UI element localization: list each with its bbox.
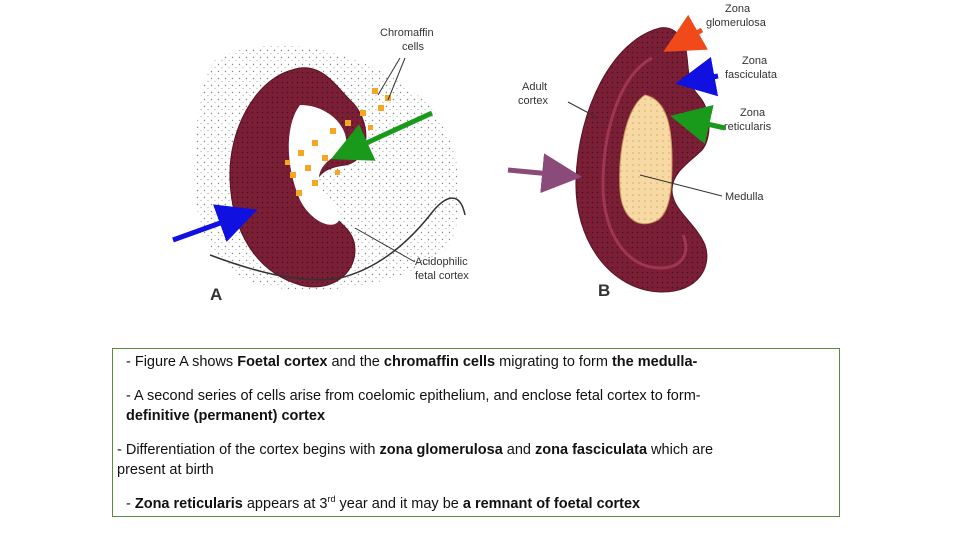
note-4: - Zona reticularis appears at 3rd year a…	[126, 494, 641, 512]
fasciculata-line2: fasciculata	[725, 69, 778, 81]
acidophilic-label-line1: Acidophilic	[415, 256, 468, 268]
cortex-layer-ring	[601, 56, 688, 270]
blue-arrow-b	[675, 56, 719, 97]
adult-cortex-line2: cortex	[518, 95, 548, 107]
adult-cortex-line1: Adult	[522, 81, 547, 93]
glomerulosa-line2: glomerulosa	[706, 17, 767, 29]
notes-box: - Figure A shows Foetal cortex and the c…	[112, 348, 840, 517]
green-arrow-b	[670, 104, 726, 145]
red-arrow-b	[663, 14, 708, 52]
medulla-label: Medulla	[725, 191, 764, 203]
reticularis-line1: Zona	[740, 107, 766, 119]
tissue-outline	[209, 197, 466, 281]
reticularis-line2: reticularis	[724, 121, 772, 133]
panel-a: Chromaffin cells Acidophilic fetal corte…	[172, 27, 469, 304]
chromaffin-label-line1: Chromaffin	[380, 27, 434, 39]
panel-b: Adult cortex Zona glomerulosa Zona fasci…	[507, 3, 778, 300]
panel-a-letter: A	[210, 285, 222, 304]
glomerulosa-line1: Zona	[725, 3, 751, 15]
acidophilic-label-line2: fetal cortex	[415, 270, 469, 282]
note-3: - Differentiation of the cortex begins w…	[117, 442, 714, 478]
adrenal-development-diagram: Chromaffin cells Acidophilic fetal corte…	[172, 3, 778, 304]
green-arrow-a	[330, 110, 434, 161]
panel-b-letter: B	[598, 281, 610, 300]
chromaffin-label-line2: cells	[402, 41, 425, 53]
note-1: - Figure A shows Foetal cortex and the c…	[126, 354, 698, 370]
fasciculata-line1: Zona	[742, 55, 768, 67]
purple-arrow-b	[507, 153, 582, 194]
note-2: - A second series of cells arise from co…	[126, 388, 701, 424]
blue-arrow-a	[172, 204, 258, 243]
